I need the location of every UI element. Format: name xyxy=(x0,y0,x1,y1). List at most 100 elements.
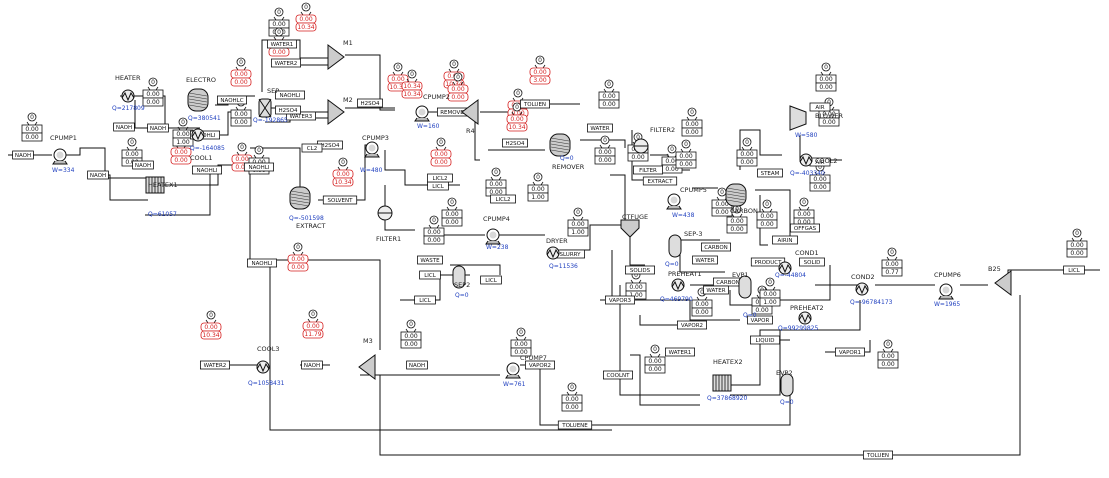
stream-table-tag[interactable]: 00.000.00 xyxy=(142,77,164,107)
unit-carbon[interactable]: CARBON xyxy=(725,183,758,215)
stream-label[interactable]: SOLVENT xyxy=(322,195,358,205)
stream-label[interactable]: CARBON xyxy=(713,277,744,287)
stream-label[interactable]: CARBON xyxy=(701,242,732,252)
stream-label[interactable]: VAPOR2 xyxy=(677,320,708,330)
stream-label[interactable]: WATER3 xyxy=(285,111,316,121)
stream-table-tag[interactable]: 00.001.00 xyxy=(527,172,549,202)
stream-label[interactable]: WATER xyxy=(692,255,718,265)
stream-table-tag[interactable]: 00.000.00 xyxy=(598,79,620,109)
stream-label[interactable]: WATER2 xyxy=(199,360,230,370)
stream-table-tag[interactable]: 00.000.00 xyxy=(711,187,733,217)
stream-table-tag[interactable]: 00.000.00 xyxy=(1066,228,1088,258)
stream-table-tag[interactable]: 00.000.00 xyxy=(675,139,697,169)
stream-table-tag[interactable]: 00.000.00 xyxy=(430,137,452,167)
stream-label[interactable]: WATER xyxy=(587,123,613,133)
stream-table-tag[interactable]: 00.001.00 xyxy=(172,117,194,147)
unit-sep-3[interactable]: SEP-3Q=0 xyxy=(665,230,703,268)
stream-label[interactable]: WATER xyxy=(703,285,729,295)
stream-table-tag[interactable]: 00.001.00 xyxy=(625,270,647,300)
stream-label[interactable]: NAOHLI xyxy=(191,165,222,175)
stream-label[interactable]: FILTER xyxy=(633,165,664,175)
stream-label[interactable]: SOLIDS xyxy=(625,265,656,275)
stream-table-tag[interactable]: 00.000.00 xyxy=(736,137,758,167)
unit-m1[interactable]: M1 xyxy=(327,39,353,70)
stream-label[interactable]: LICL2 xyxy=(490,194,516,204)
stream-table-tag[interactable]: 00.000.00 xyxy=(644,344,666,374)
stream-label[interactable]: NAOH xyxy=(113,122,135,132)
stream-table-tag[interactable]: 00.000.00 xyxy=(21,112,43,142)
stream-label[interactable]: H2SO4 xyxy=(357,98,383,108)
unit-filter1[interactable]: FILTER1 xyxy=(376,205,401,243)
stream-label[interactable]: NAOH xyxy=(12,150,34,160)
stream-label[interactable]: EXTRACT xyxy=(642,176,678,186)
stream-table-tag[interactable]: 00.000.00 xyxy=(594,135,616,165)
stream-label[interactable]: H2SO4 xyxy=(275,105,301,115)
unit-r4[interactable]: R4 xyxy=(461,99,479,135)
stream-table-tag[interactable]: 00.000.00 xyxy=(423,215,445,245)
stream-label[interactable]: NAOH xyxy=(301,360,323,370)
stream-table-tag[interactable]: 00.000.00 xyxy=(809,162,831,192)
stream-table-tag[interactable]: 00.000.00 xyxy=(756,199,778,229)
stream-table-tag[interactable]: 00.000.00 xyxy=(485,167,507,197)
stream-table-tag[interactable]: 00.000.00 xyxy=(877,339,899,369)
stream-label[interactable]: NAOH xyxy=(87,170,109,180)
stream-label[interactable]: TOLUENE xyxy=(557,420,593,430)
stream-label[interactable]: VAPOR xyxy=(747,315,773,325)
stream-label[interactable]: LICL xyxy=(480,275,502,285)
unit-ctfuge[interactable]: CTFUGE xyxy=(620,213,648,238)
stream-label[interactable]: WASTE xyxy=(417,255,443,265)
stream-label[interactable]: VAPOR1 xyxy=(835,347,866,357)
unit-m3[interactable]: M3 xyxy=(358,337,376,380)
stream-table-tag[interactable]: 00.000.00 xyxy=(793,197,815,227)
stream-label[interactable]: LICL xyxy=(419,270,441,280)
stream-table-tag[interactable]: 00.000.00 xyxy=(287,242,309,272)
stream-label[interactable]: NAOHLI xyxy=(246,258,277,268)
stream-table-tag[interactable]: 00.000.00 xyxy=(815,62,837,92)
stream-label[interactable]: SLURRY xyxy=(555,249,586,259)
stream-label[interactable]: AIR xyxy=(809,102,831,112)
stream-table-tag[interactable]: 00.000.00 xyxy=(561,382,583,412)
stream-label[interactable]: SOLID xyxy=(799,257,825,267)
stream-label[interactable]: STEAM xyxy=(757,168,783,178)
unit-filter2[interactable]: FILTER2 xyxy=(633,126,675,154)
stream-label[interactable]: H2SO4 xyxy=(502,138,528,148)
stream-label[interactable]: LICL xyxy=(427,181,449,191)
stream-label[interactable]: LICL xyxy=(1063,265,1085,275)
stream-label[interactable]: TOLUEN xyxy=(520,99,551,109)
stream-label[interactable]: OFFGAS xyxy=(790,223,821,233)
stream-table-tag[interactable]: 00.001.00 xyxy=(759,277,781,307)
stream-label[interactable]: AIRIN xyxy=(772,235,798,245)
stream-table-tag[interactable]: 00.000.00 xyxy=(510,327,532,357)
stream-table-tag[interactable]: 00.001.00 xyxy=(567,207,589,237)
stream-label[interactable]: TOLUEN xyxy=(863,450,894,460)
stream-table-tag[interactable]: 00.000.00 xyxy=(818,97,840,127)
